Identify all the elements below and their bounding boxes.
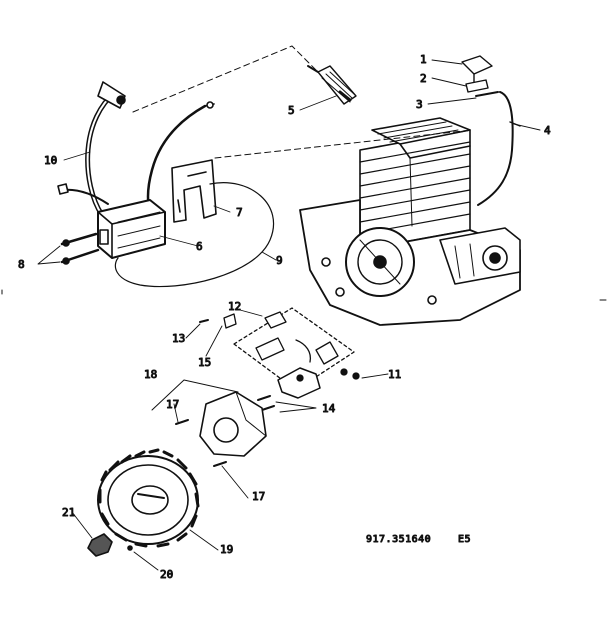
leader-dashed-engine (214, 129, 473, 159)
engine-cylinder (299, 117, 521, 326)
spark-plug (307, 65, 357, 105)
callout-14: 14 (322, 402, 336, 415)
callout-12: 12 (228, 300, 241, 313)
leader-dashed-plug (132, 45, 317, 113)
callout-8: 8 (18, 258, 25, 271)
callout-18: 18 (144, 368, 157, 381)
callout-21: 21 (62, 506, 75, 519)
fan-housing (151, 379, 267, 467)
callout-19: 19 (220, 543, 233, 556)
flywheel (87, 448, 200, 557)
callout-3: 3 (416, 98, 423, 111)
callout-13: 13 (172, 332, 185, 345)
callout-labels: 1 2 3 4 5 6 7 8 9 10 11 12 13 14 15 17 1… (18, 53, 552, 582)
callout-20: 20 (160, 568, 173, 581)
callout-5: 5 (288, 104, 295, 117)
callout-17a: 17 (166, 398, 179, 411)
callout-11: 11 (388, 368, 401, 381)
callout-1: 1 (420, 53, 427, 66)
callout-10: 10 (44, 154, 57, 167)
callout-15: 15 (198, 356, 211, 369)
callout-4: 4 (544, 124, 551, 137)
leader-lines (37, 59, 541, 571)
callout-9: 9 (276, 254, 283, 267)
ignition-coil-assembly (57, 81, 275, 288)
page-ref: E5 (458, 534, 471, 545)
callout-7: 7 (236, 206, 243, 219)
bracket-parts (199, 307, 360, 411)
callout-17b: 17 (252, 490, 265, 503)
part-number: 917.351640 (366, 534, 431, 545)
callout-2: 2 (420, 72, 427, 85)
callout-6: 6 (196, 240, 203, 253)
